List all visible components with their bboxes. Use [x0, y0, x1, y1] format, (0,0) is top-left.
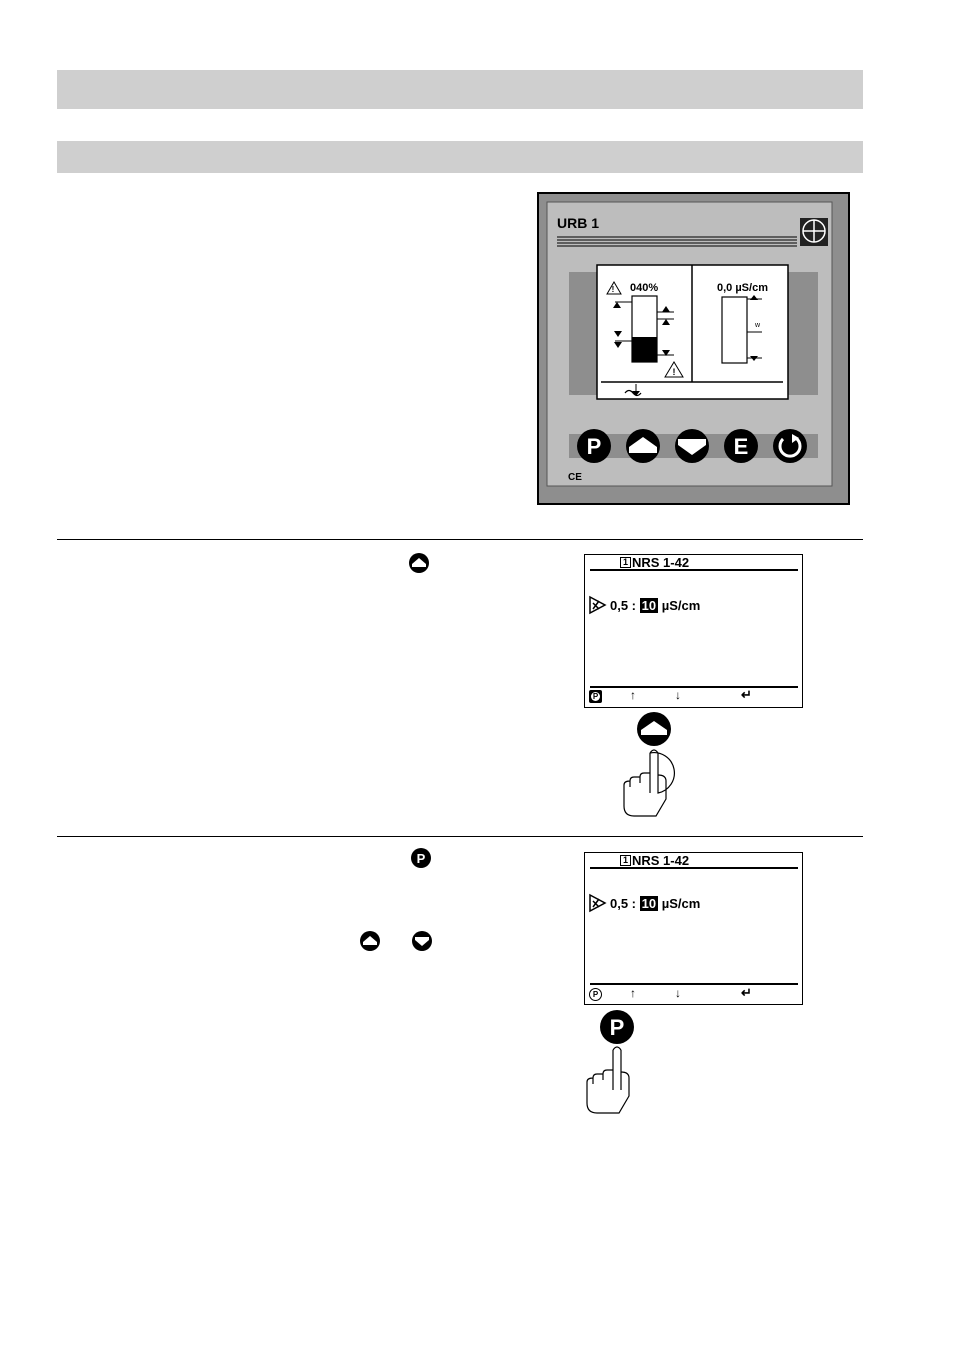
softkey-up[interactable]: ↑ — [630, 986, 636, 1000]
softkey-down[interactable]: ↓ — [675, 688, 681, 702]
lcd-screen-1: 1 NRS 1-42 0,5 : 10 µS/cm P ↑ ↓ ↵ — [584, 554, 803, 708]
button-up — [626, 429, 660, 463]
hand-pressing-p-button: P — [586, 1010, 634, 1114]
softkey-enter[interactable]: ↵ — [741, 687, 752, 702]
softkey-enter[interactable]: ↵ — [741, 985, 752, 1000]
conductivity-readout: 0,0 µS/cm — [717, 282, 768, 294]
lcd-screen-2: 1 NRS 1-42 0,5 : 10 µS/cm P ↑ ↓ ↵ — [584, 852, 803, 1005]
setpoint-value: 0,5 : 10 µS/cm — [610, 896, 700, 911]
channel-box: 1 — [620, 557, 631, 568]
setpoint-value: 0,5 : 10 µS/cm — [610, 598, 700, 613]
up-button-icon — [360, 931, 380, 951]
edit-cursor-icon — [589, 893, 607, 913]
subsection-header-bar — [57, 141, 863, 173]
value-prefix: 0,5 : — [610, 598, 637, 613]
title-rule-lines — [557, 236, 797, 247]
svg-text:E: E — [734, 434, 749, 459]
svg-text:!: ! — [612, 285, 615, 294]
p-button-icon: P — [411, 848, 431, 868]
setpoint-marker: w — [755, 322, 761, 329]
up-button-icon — [409, 553, 429, 573]
p-button-icon — [600, 1010, 634, 1044]
svg-text:!: ! — [673, 367, 676, 377]
softkey-rule — [590, 983, 798, 985]
svg-text:P: P — [417, 851, 426, 866]
button-p: P — [577, 429, 611, 463]
button-reset — [773, 429, 807, 463]
section-divider — [57, 539, 863, 540]
title-underline — [590, 569, 798, 571]
device-model-label: URB 1 — [557, 215, 600, 231]
screen-title: NRS 1-42 — [632, 555, 690, 570]
softkey-p[interactable]: P — [589, 690, 602, 703]
svg-text:P: P — [587, 434, 602, 459]
conductivity-bargraph — [721, 295, 762, 364]
value-prefix: 0,5 : — [610, 896, 637, 911]
value-unit: µS/cm — [661, 896, 701, 911]
pump-icon — [624, 389, 642, 397]
level-bargraph: ! ! — [606, 281, 684, 378]
channel-box: 1 — [620, 855, 631, 866]
softkey-down[interactable]: ↓ — [675, 986, 681, 1000]
svg-text:P: P — [610, 1015, 625, 1040]
ce-mark: CE — [568, 472, 582, 483]
value-unit: µS/cm — [661, 598, 701, 613]
softkey-p[interactable]: P — [589, 988, 602, 1001]
title-underline — [590, 867, 798, 869]
button-e: E — [724, 429, 758, 463]
section-header-bar — [57, 70, 863, 109]
value-edit-field[interactable]: 10 — [639, 598, 659, 613]
value-edit-field[interactable]: 10 — [639, 896, 659, 911]
edit-cursor-icon — [589, 595, 607, 615]
button-down — [675, 429, 709, 463]
section-divider — [57, 836, 863, 837]
softkey-up[interactable]: ↑ — [630, 688, 636, 702]
level-percent-readout: 040% — [630, 282, 659, 294]
hand-pressing-up-button — [623, 712, 675, 817]
device-front-panel: ! ! P E — [537, 192, 850, 505]
softkey-rule — [590, 686, 798, 688]
screen-title: NRS 1-42 — [632, 853, 690, 868]
down-button-icon — [412, 931, 432, 951]
